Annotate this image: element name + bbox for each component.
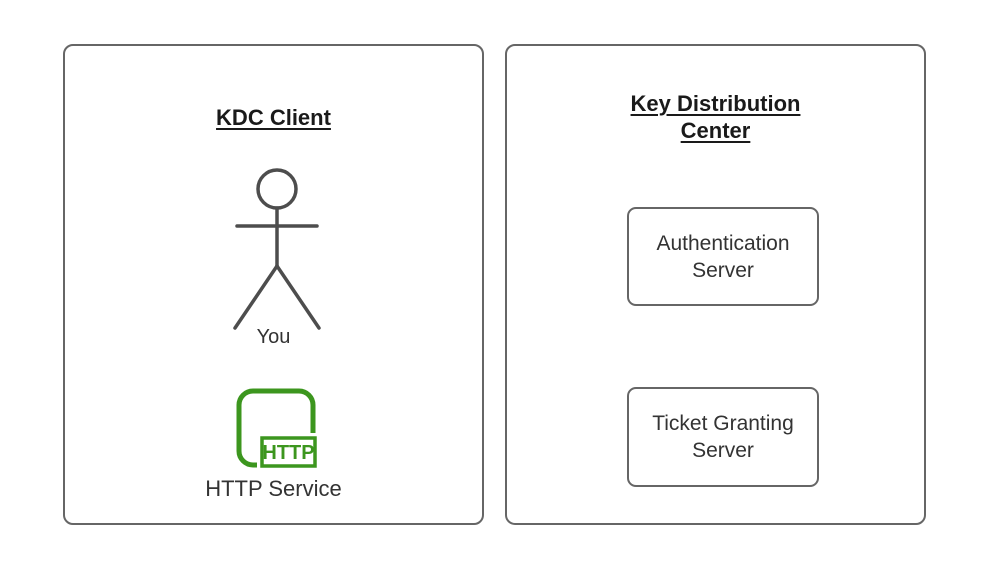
actor-label: You	[256, 326, 291, 348]
http-icon-text: HTTP	[262, 442, 314, 464]
key-distribution-center-title: Key Distribution Center	[630, 91, 801, 143]
authentication-server-label: Authentication Server	[656, 231, 790, 282]
ticket-granting-server-label: Ticket Granting Server	[652, 412, 794, 462]
stick-figure-icon	[233, 168, 321, 330]
http-service-label: HTTP Service	[205, 476, 342, 501]
authentication-server-node: Authentication Server	[627, 207, 819, 306]
kdc-client-title: KDC Client	[216, 105, 331, 130]
http-service-icon: HTTP	[236, 388, 321, 472]
ticket-granting-server-node: Ticket Granting Server	[627, 387, 819, 487]
key-distribution-center-panel: Key Distribution Center Authentication S…	[505, 44, 926, 525]
kdc-client-panel: KDC Client You HTTP HTTP Service	[63, 44, 484, 525]
